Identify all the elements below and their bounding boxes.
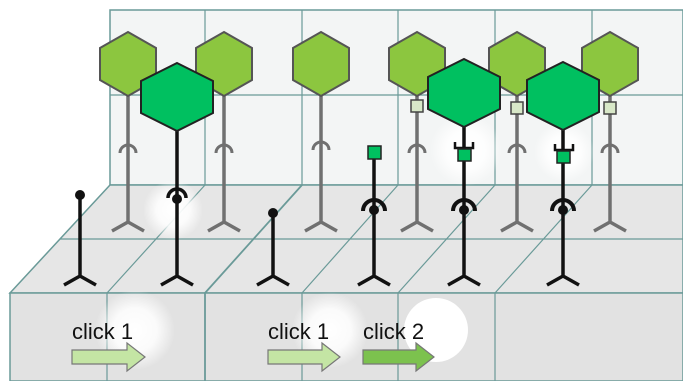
arrow-right-icon — [362, 341, 435, 373]
square-node-icon — [457, 148, 472, 162]
platform-top-grid — [8, 184, 683, 294]
click-annotations: click 1 click 1 click 2 — [71, 319, 435, 373]
front-unit — [427, 57, 501, 287]
arrow-right-icon — [267, 341, 341, 373]
square-node-icon — [603, 101, 617, 115]
label-click-2: click 2 — [363, 319, 424, 344]
hexagon-icon — [292, 30, 350, 98]
front-row-units — [63, 57, 600, 287]
front-unit — [357, 145, 391, 287]
square-node-icon — [410, 99, 424, 113]
hexagon-icon — [526, 60, 600, 132]
label-click-1-right: click 1 — [268, 319, 329, 344]
hexagon-icon — [140, 61, 214, 133]
front-unit — [63, 190, 97, 287]
hexagon-icon — [427, 57, 501, 129]
back-unit — [292, 30, 350, 233]
square-node-icon — [510, 101, 524, 115]
front-unit — [256, 208, 290, 287]
label-click-1-left: click 1 — [72, 319, 133, 344]
square-node-icon — [556, 150, 571, 164]
front-unit — [140, 61, 214, 287]
square-node-icon — [367, 145, 382, 160]
front-unit — [526, 60, 600, 287]
arrow-right-icon — [71, 341, 146, 373]
